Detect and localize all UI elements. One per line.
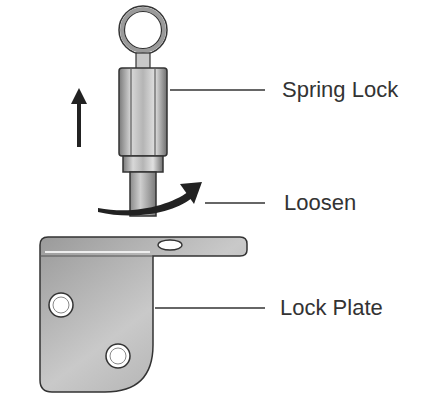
leader-line (170, 89, 265, 91)
pull-arrow (71, 88, 87, 147)
leader-line (205, 202, 265, 204)
lock-plate (40, 237, 247, 392)
rotate-arrow (98, 182, 202, 216)
part-label: Spring Lock (280, 78, 400, 102)
lock-body (119, 68, 167, 172)
part-label: Lock Plate (278, 296, 385, 320)
leader-line (155, 307, 265, 309)
pull-ring (119, 6, 167, 69)
part-label: Loosen (282, 191, 358, 215)
